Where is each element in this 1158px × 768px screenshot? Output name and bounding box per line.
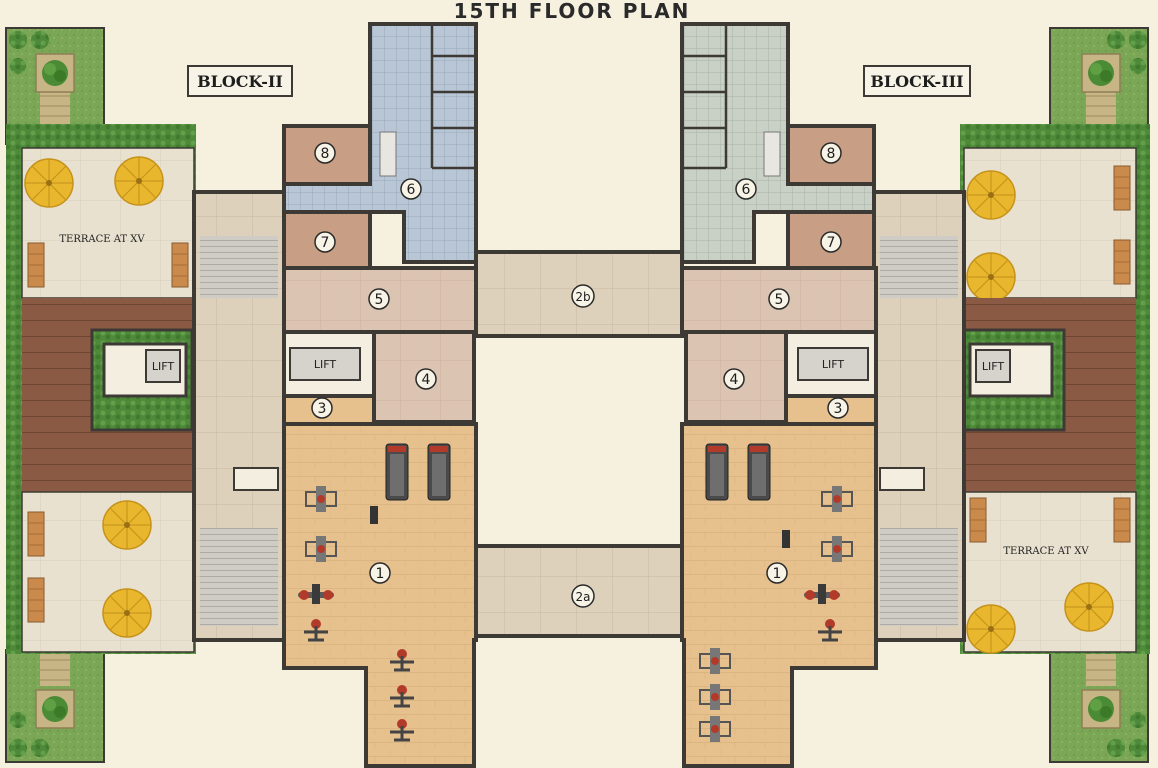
room-number-6-right: 6	[742, 182, 751, 198]
room-number-5-left: 5	[375, 292, 384, 308]
lift-label-right-terrace: LIFT	[982, 360, 1005, 373]
block-ii-label: BLOCK-II	[197, 72, 283, 91]
right-terrace-complex	[960, 27, 1150, 763]
terrace-left-label: TERRACE AT XV	[59, 234, 145, 245]
room-number-4-right: 4	[730, 372, 739, 388]
block-iii-label: BLOCK-III	[870, 72, 963, 91]
block-iii-building	[678, 22, 966, 768]
room-number-7-left: 7	[321, 235, 330, 251]
room-number-8-right: 8	[827, 146, 836, 162]
lift-label-block-iii: LIFT	[822, 358, 845, 371]
room-number-1-right: 1	[773, 566, 782, 582]
room-number-4-left: 4	[422, 372, 431, 388]
room-number-2b: 2b	[575, 290, 590, 304]
room-number-5-right: 5	[775, 292, 784, 308]
lift-label-left-terrace: LIFT	[152, 360, 175, 373]
room-number-1-left: 1	[376, 566, 385, 582]
room-number-3-left: 3	[318, 401, 327, 417]
block-iii-label-box	[863, 65, 971, 97]
lift-label-block-ii: LIFT	[314, 358, 337, 371]
room-number-8-left: 8	[321, 146, 330, 162]
room-number-7-right: 7	[827, 235, 836, 251]
room-number-2a: 2a	[576, 590, 591, 604]
block-ii-label-box	[187, 65, 293, 97]
terrace-right-label: TERRACE AT XV	[1003, 546, 1089, 557]
room-markers	[311, 142, 849, 608]
room-number-6-left: 6	[407, 182, 416, 198]
left-terrace-complex	[5, 27, 196, 763]
room-number-3-right: 3	[834, 401, 843, 417]
plan-title: 15TH FLOOR PLAN	[454, 0, 691, 23]
block-ii-building	[192, 22, 482, 768]
